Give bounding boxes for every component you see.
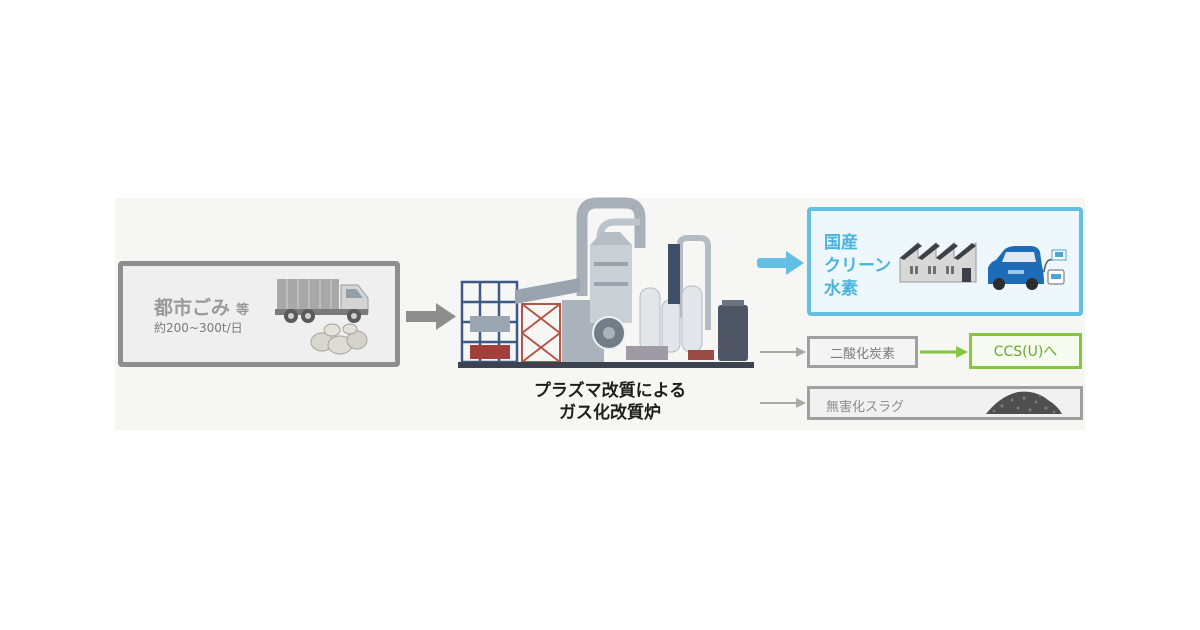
hydrogen-label-line2: クリーン [824,256,892,276]
slag-label: 無害化スラグ [826,400,905,415]
factory-icon [899,241,977,283]
arrow-to-co2 [760,347,806,357]
input-title: 都市ごみ等 [154,293,249,320]
arrow-to-hydrogen [757,251,804,275]
slag-pile-icon [986,391,1062,414]
arrow-to-slag [760,398,806,408]
plant-label-line2: ガス化改質炉 [559,403,661,423]
gasification-plant-icon [458,197,754,368]
plant-label-line1: プラズマ改質による [533,381,687,401]
arrow-input-to-plant [406,303,456,330]
co2-output-box: 二酸化炭素 [807,336,918,368]
garbage-bags-icon [310,323,368,355]
hydrogen-label-line3: 水素 [824,279,858,299]
co2-label: 二酸化炭素 [829,346,895,362]
ccs-output-box: CCS(U)へ [969,333,1082,369]
garbage-truck-icon [275,279,369,323]
hydrogen-label: 国産 クリーン 水素 [824,232,891,301]
input-title-suffix: 等 [236,303,250,318]
arrow-co2-to-ccs [920,346,968,358]
input-capacity: 約200~300t/日 [154,321,243,335]
hydrogen-station-icon [1043,249,1067,285]
hydrogen-label-line1: 国産 [824,233,858,253]
ccs-label: CCS(U)へ [993,344,1058,360]
input-title-text: 都市ごみ [154,297,231,319]
fuel-cell-car-icon [988,246,1044,290]
